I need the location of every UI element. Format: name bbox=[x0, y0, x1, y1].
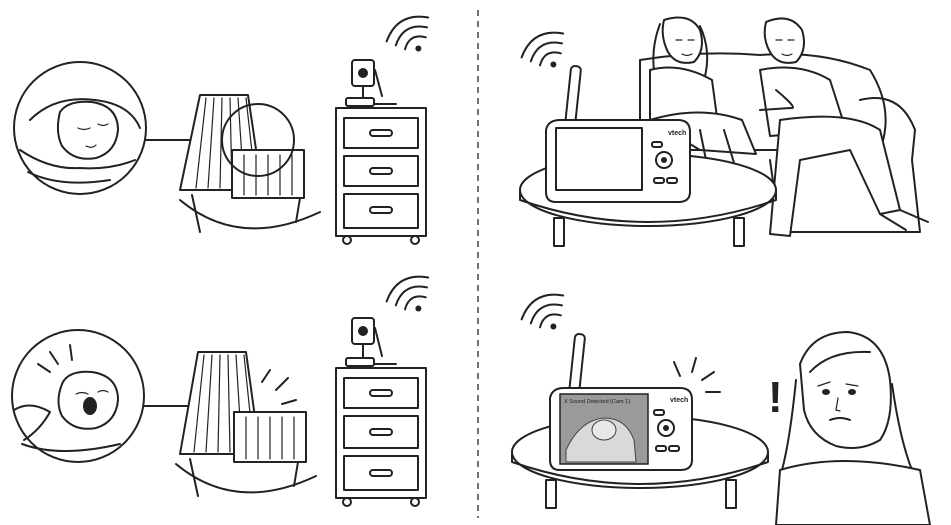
parent-monitor-top: vtech bbox=[545, 65, 691, 203]
wifi-signal-icon bbox=[385, 15, 430, 52]
wifi-signal-icon bbox=[385, 275, 430, 312]
brand-label: vtech bbox=[670, 397, 688, 404]
screen-caption: X Sound Detected (Cam 1) bbox=[564, 399, 630, 405]
scene-parent-alerted: X Sound Detected (Cam 1) vtech ! bbox=[511, 293, 931, 525]
scene-baby-crying bbox=[11, 275, 430, 507]
wifi-signal-icon bbox=[520, 293, 565, 330]
crying-baby-closeup bbox=[11, 329, 145, 463]
rocking-cradle bbox=[175, 351, 317, 497]
parent-monitor-bottom: X Sound Detected (Cam 1) vtech bbox=[549, 333, 693, 471]
baby-camera bbox=[345, 317, 397, 367]
scene-parents-relaxing: vtech bbox=[519, 16, 929, 247]
alarmed-woman bbox=[775, 331, 931, 525]
scene-baby-sleeping bbox=[13, 15, 430, 245]
sound-burst-icon bbox=[673, 357, 721, 393]
brand-label: vtech bbox=[668, 130, 686, 137]
man-sitting bbox=[759, 17, 929, 237]
dresser bbox=[335, 367, 427, 507]
exclamation-icon: ! bbox=[768, 373, 783, 422]
dresser bbox=[335, 107, 427, 245]
rocking-cradle bbox=[179, 94, 321, 233]
baby-camera bbox=[345, 59, 397, 107]
sleeping-baby-closeup bbox=[13, 61, 147, 195]
wifi-signal-icon bbox=[520, 31, 565, 68]
